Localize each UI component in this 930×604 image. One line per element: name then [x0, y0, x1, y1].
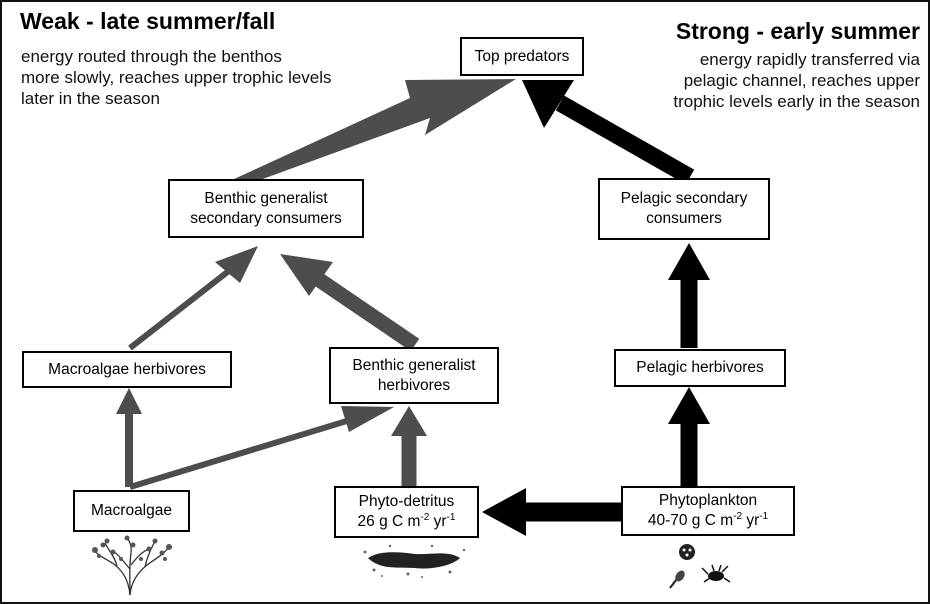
- node-label: Benthic generalist: [204, 189, 328, 207]
- strong-desc-line: trophic levels early in the season: [673, 92, 920, 111]
- strong-pathway-description: energy rapidly transferred via pelagic c…: [673, 49, 920, 112]
- node-label: Top predators: [474, 47, 570, 65]
- weak-pathway-title: Weak - late summer/fall: [20, 8, 276, 34]
- node-label: Macroalgae herbivores: [48, 360, 206, 378]
- node-top-predators: Top predators: [460, 37, 584, 76]
- node-label: Pelagic secondary: [620, 190, 748, 207]
- node-label: herbivores: [377, 376, 451, 394]
- node-label: consumers: [646, 210, 722, 227]
- node-benthic-secondary-consumers: Benthic generalist secondary consumers: [168, 179, 364, 238]
- node-macroalgae-herbivores: Macroalgae herbivores: [22, 351, 232, 388]
- node-label: Phytoplankton: [658, 492, 758, 509]
- node-label: Benthic generalist: [352, 356, 476, 374]
- node-pelagic-secondary-consumers: Pelagic secondary consumers: [598, 178, 770, 240]
- arrow-benthic-herbivores-to-benthic-secondary: [313, 272, 420, 352]
- node-value: 26 g C m-2 yr-1: [357, 511, 456, 530]
- detritus-icon: [363, 544, 466, 578]
- node-value: 40-70 g C m-2 yr-1: [647, 510, 769, 529]
- node-pelagic-herbivores: Pelagic herbivores: [614, 349, 786, 387]
- arrow-macroalgae-herbivores-to-benthic-secondary: [128, 267, 232, 351]
- strong-desc-line: energy rapidly transferred via: [699, 50, 920, 69]
- node-phyto-detritus: Phyto-detritus 26 g C m-2 yr-1: [334, 486, 479, 538]
- weak-desc-line: later in the season: [21, 89, 160, 108]
- arrow-pelagic-secondary-to-top: [555, 95, 695, 185]
- arrow-benthic-secondary-to-top: [232, 79, 516, 180]
- weak-pathway-description: energy routed through the benthos more s…: [21, 46, 332, 109]
- node-label: Pelagic herbivores: [636, 359, 764, 376]
- node-benthic-generalist-herbivores: Benthic generalist herbivores: [329, 347, 499, 404]
- seaweed-icon: [92, 535, 172, 596]
- node-label: Macroalgae: [91, 502, 172, 519]
- strong-pathway-title: Strong - early summer: [675, 18, 920, 44]
- weak-desc-line: more slowly, reaches upper trophic level…: [21, 68, 332, 87]
- node-phytoplankton: Phytoplankton 40-70 g C m-2 yr-1: [621, 486, 795, 536]
- node-macroalgae: Macroalgae: [73, 490, 190, 532]
- arrow-macroalgae-to-benthic-herbivores: [129, 417, 351, 490]
- strong-desc-line: pelagic channel, reaches upper: [683, 71, 920, 90]
- weak-desc-line: energy routed through the benthos: [21, 47, 282, 66]
- node-label: Phyto-detritus: [358, 493, 455, 510]
- plankton-icon: [669, 544, 731, 589]
- node-label: secondary consumers: [190, 209, 342, 227]
